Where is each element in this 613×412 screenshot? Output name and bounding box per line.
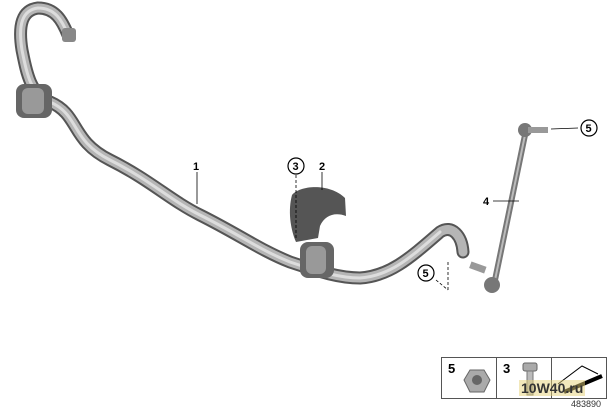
bar-end-eye (62, 28, 76, 42)
callout-5-bottom: 5 (423, 268, 429, 280)
bushing-center (300, 242, 334, 278)
legend-number: 3 (503, 361, 511, 376)
legend-number: 5 (448, 361, 456, 376)
bushing-left (16, 84, 52, 118)
legend-cell-nut: 5 (442, 358, 497, 398)
callout-3: 3 (293, 161, 299, 173)
watermark: 10W40.ru (519, 380, 586, 396)
callout-4: 4 (483, 196, 490, 208)
callout-2: 2 (319, 161, 325, 173)
leader-lines (196, 127, 579, 291)
stabilizer-link (469, 123, 548, 293)
rubber-mounting (289, 187, 346, 242)
callout-1: 1 (193, 161, 199, 173)
stabilizer-bar (14, 1, 470, 285)
callout-5-top: 5 (586, 123, 592, 135)
diagram-number: 483890 (571, 399, 602, 409)
nut-icon (463, 369, 491, 393)
